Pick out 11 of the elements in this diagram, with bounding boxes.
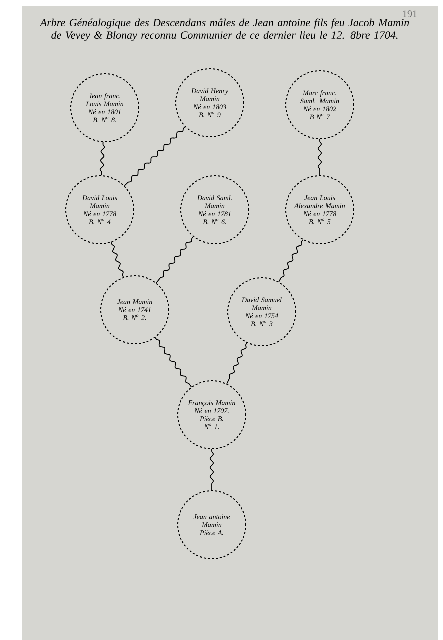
- wavy-line: [124, 126, 186, 186]
- wavy-line: [318, 139, 322, 176]
- title: Arbre Généalogique des Descendans mâles de Jean antoine fils feu Jacob Mamin de Vevey & Blonay reconnu Communier de ce dernier lieu le 12. 8bre 1704.: [40, 18, 410, 42]
- wavy-line: [210, 449, 214, 491]
- wavy-line: [156, 236, 194, 284]
- wavy-line: [278, 240, 304, 282]
- wavy-line: [154, 337, 192, 388]
- wavy-line: [110, 242, 124, 278]
- wavy-line: [226, 342, 248, 384]
- page-number: 191: [403, 10, 417, 18]
- wavy-line: [100, 142, 106, 176]
